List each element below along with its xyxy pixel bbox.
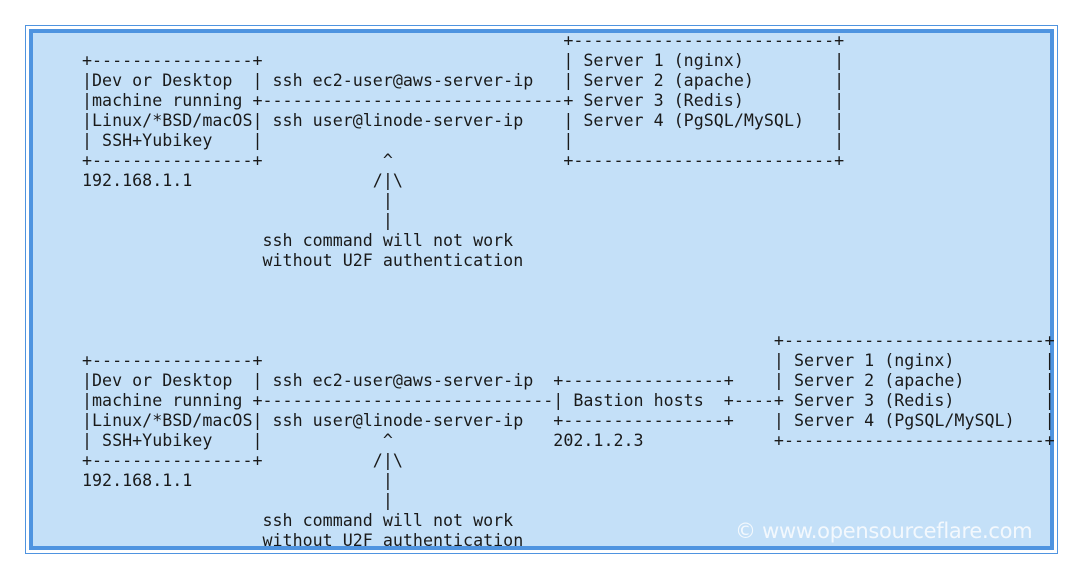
bottom-diagram-line: without U2F authentication bbox=[82, 531, 524, 550]
top-diagram-line: |Linux/*BSD/macOS| ssh user@linode-serve… bbox=[82, 111, 845, 130]
top-diagram-line: 192.168.1.1 /|\ bbox=[82, 171, 403, 190]
watermark-text: © www.opensourceflare.com bbox=[735, 519, 1033, 543]
top-diagram-line: | bbox=[82, 211, 393, 230]
top-diagram-line: +----------------+ | Server 1 (nginx) | bbox=[82, 51, 845, 70]
bottom-diagram-line: |Linux/*BSD/macOS| ssh user@linode-serve… bbox=[82, 411, 1055, 430]
bottom-diagram-line: |machine running +----------------------… bbox=[82, 391, 1055, 410]
bottom-diagram-line: | bbox=[82, 491, 393, 510]
diagram-panel bbox=[29, 29, 1054, 550]
bottom-diagram-line: ssh command will not work bbox=[82, 511, 514, 530]
top-diagram-line: +----------------+ ^ +------------------… bbox=[82, 151, 845, 170]
top-diagram-line: |Dev or Desktop | ssh ec2-user@aws-serve… bbox=[82, 71, 845, 90]
bottom-diagram-line: | SSH+Yubikey | ^ 202.1.2.3 +-----------… bbox=[82, 431, 1055, 450]
top-diagram-line: | SSH+Yubikey | | | bbox=[82, 131, 845, 150]
top-diagram-line: ssh command will not work bbox=[82, 231, 514, 250]
diagram-outer-border bbox=[25, 25, 1058, 554]
top-diagram-line: | bbox=[82, 191, 393, 210]
bottom-diagram-line: +----------------+ | Server 1 (nginx) | bbox=[82, 351, 1055, 370]
ascii-diagram: +--------------------------+ +----------… bbox=[82, 31, 1055, 551]
bottom-diagram-line: 192.168.1.1 | bbox=[82, 471, 393, 490]
bottom-diagram-line: |Dev or Desktop | ssh ec2-user@aws-serve… bbox=[82, 371, 1055, 390]
top-diagram-line: +--------------------------+ bbox=[82, 31, 845, 50]
top-diagram-line: without U2F authentication bbox=[82, 251, 524, 270]
bottom-diagram-line: +----------------+ /|\ bbox=[82, 451, 403, 470]
top-diagram-line: |machine running +----------------------… bbox=[82, 91, 845, 110]
bottom-diagram-line: +--------------------------+ bbox=[82, 331, 1055, 350]
